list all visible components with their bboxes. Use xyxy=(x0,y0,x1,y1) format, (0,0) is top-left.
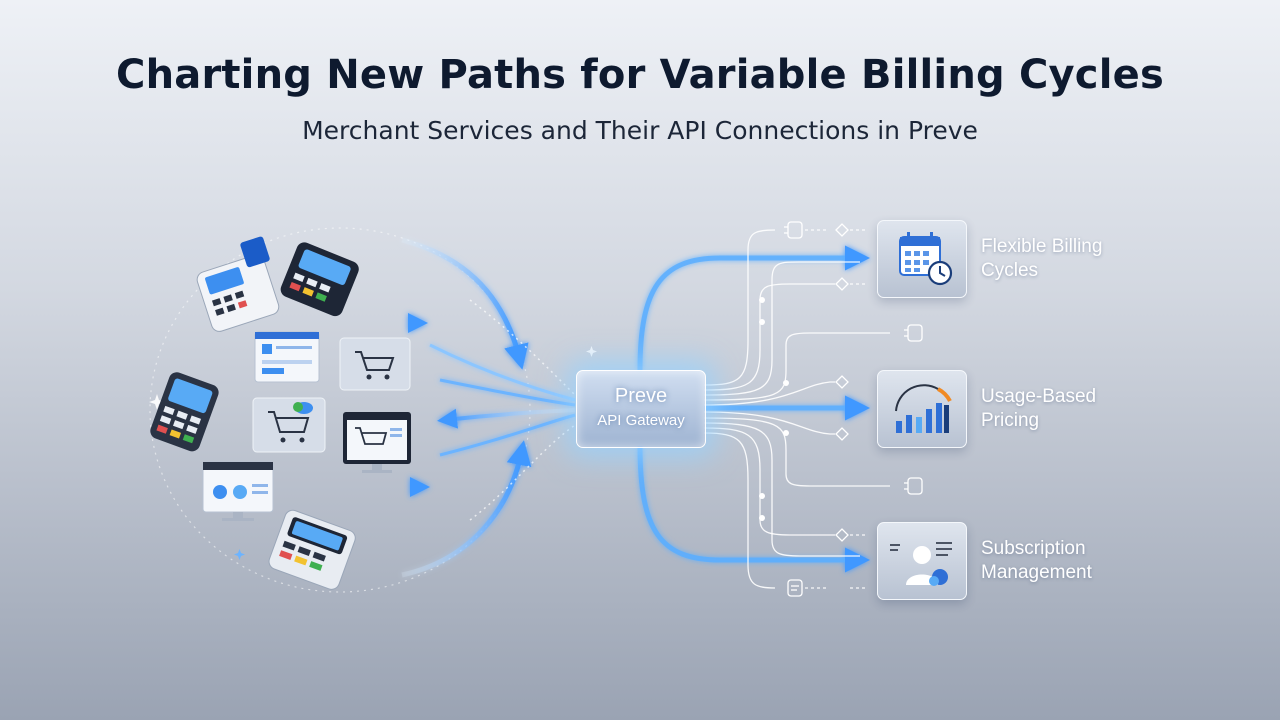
dotted-accent-top xyxy=(469,299,576,396)
flow-arrow-out-left xyxy=(437,408,576,429)
connector-6 xyxy=(703,411,835,435)
diamond-node-icon xyxy=(835,277,849,291)
diagram-subtitle: Merchant Services and Their API Connecti… xyxy=(302,116,978,145)
card-terminal-icon xyxy=(196,236,280,332)
api-gateway-node[interactable]: Preve API Gateway xyxy=(576,370,706,448)
flow-arrow-to-subscription xyxy=(637,445,870,573)
connector-dot xyxy=(759,515,765,521)
service-label-pricing: Usage-Based Pricing xyxy=(981,386,1097,431)
plug-node-icon xyxy=(784,221,803,239)
diamond-node-icon xyxy=(835,427,849,441)
flow-arrow-in-mid-2 xyxy=(439,378,576,407)
gateway-name: Preve xyxy=(614,385,668,407)
flow-arrow-to-billing xyxy=(637,245,870,371)
card-terminal-icon xyxy=(268,509,356,590)
plug-node-icon xyxy=(904,477,923,495)
dotted-accent-bottom xyxy=(469,424,576,521)
connector-3 xyxy=(703,261,860,396)
flow-arrow-in-mid-3 xyxy=(439,413,576,457)
handheld-terminal-icon xyxy=(150,372,219,452)
connector-9 xyxy=(703,427,835,536)
pos-terminal-icon xyxy=(280,242,359,317)
flow-arrow-in-top xyxy=(401,237,529,370)
connector-dot xyxy=(759,493,765,499)
connector-1 xyxy=(703,229,776,386)
diamond-node-icon xyxy=(835,528,849,542)
connector-4 xyxy=(703,332,890,401)
connector-8 xyxy=(703,422,860,557)
service-label-subscription: Subscription Management xyxy=(981,538,1092,583)
connector-dot xyxy=(759,297,765,303)
bar-chart-gauge-icon xyxy=(895,384,952,433)
connector-7 xyxy=(703,417,890,487)
analytics-monitor-icon xyxy=(202,461,274,521)
service-card-pricing[interactable] xyxy=(877,370,967,448)
plug-node-icon xyxy=(904,324,923,342)
merchant-cluster-ring xyxy=(149,227,531,593)
connector-dot xyxy=(783,430,789,436)
web-dashboard-icon xyxy=(254,331,320,383)
connector-5 xyxy=(703,381,835,406)
card-node-icon xyxy=(787,579,803,597)
cart-cloud-icon xyxy=(252,397,326,453)
connector-2 xyxy=(703,283,835,391)
connector-10 xyxy=(703,432,776,589)
service-card-subscription[interactable] xyxy=(877,522,967,600)
service-label-billing: Flexible Billing Cycles xyxy=(981,236,1103,281)
gateway-label: API Gateway xyxy=(597,412,685,429)
sparkle-icon xyxy=(586,346,597,357)
diamond-node-icon xyxy=(835,375,849,389)
sparkle-icon xyxy=(149,394,165,410)
flow-arrow-in-bottom xyxy=(401,440,532,578)
diagram-title: Charting New Paths for Variable Billing … xyxy=(116,52,1164,98)
diamond-node-icon xyxy=(835,223,849,237)
service-card-billing[interactable] xyxy=(877,220,967,298)
online-store-monitor-icon xyxy=(343,412,411,473)
shopping-cart-icon xyxy=(339,337,411,391)
connector-dot xyxy=(783,380,789,386)
flow-arrow-in-mid-1 xyxy=(429,343,576,402)
user-profile-icon xyxy=(890,542,952,586)
calendar-clock-icon xyxy=(899,232,953,286)
sparkle-icon xyxy=(234,549,245,560)
connector-dot xyxy=(759,319,765,325)
